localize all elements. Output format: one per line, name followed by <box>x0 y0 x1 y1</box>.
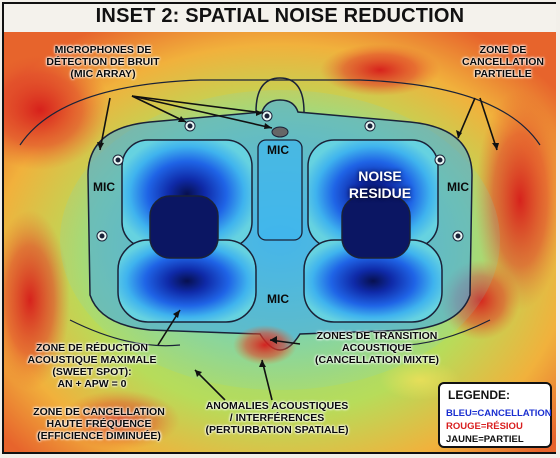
label-partial-zone: ZONE DE CANCELLATION PARTIELLE <box>461 44 545 80</box>
envelope-curve <box>19 79 541 146</box>
red-zone-top <box>320 44 440 96</box>
label-high-frequency: ZONE DE CANCELLATION HAUTE FRÉQUENCE (EF… <box>33 406 165 442</box>
left-core <box>149 195 219 259</box>
legend-title: LEGENDE: <box>448 388 511 402</box>
legend-blue: BLEU=CANCELLATION <box>446 408 552 419</box>
title-band <box>4 4 556 32</box>
label-sweet-spot: ZONE DE RÉDUCTION ACOUSTIQUE MAXIMALE (S… <box>27 342 157 390</box>
anomaly-red-spot <box>233 325 297 365</box>
center-bridge <box>257 139 303 241</box>
right-core <box>341 195 411 259</box>
arrow-heads <box>97 110 499 377</box>
red-zone-bottom-left <box>60 390 180 450</box>
legend-yellow: JAUNE=PARTIEL <box>446 434 524 445</box>
top-bulb-outline <box>255 77 305 113</box>
heatmap-illustration <box>4 32 556 452</box>
label-anomalies: ANOMALIES ACOUSTIQUES / INTERFÉRENCES (P… <box>205 400 349 436</box>
red-zone-top-left <box>4 50 110 170</box>
mic-label-right: MIC <box>447 180 469 194</box>
label-noise-residue: NOISE RESIDUE <box>348 168 412 201</box>
label-mic-array: MICROPHONES DE DÉTECTION DE BRUIT (MIC A… <box>46 44 160 80</box>
mic-label-left: MIC <box>93 180 115 194</box>
label-transition: ZONES DE TRANSITION ACOUSTIQUE (CANCELLA… <box>314 330 440 366</box>
page-title: INSET 2: SPATIAL NOISE REDUCTION <box>95 5 465 27</box>
mic-label-center: MIC <box>267 292 289 306</box>
legend-red: ROUGE=RÉSIOU <box>446 421 523 432</box>
legend-box: LEGENDE: BLEU=CANCELLATION ROUGE=RÉSIOU … <box>438 382 552 448</box>
red-zone-left <box>4 210 70 390</box>
mic-label-top-center: MIC <box>267 143 289 157</box>
microphone-array-icon <box>96 110 464 242</box>
